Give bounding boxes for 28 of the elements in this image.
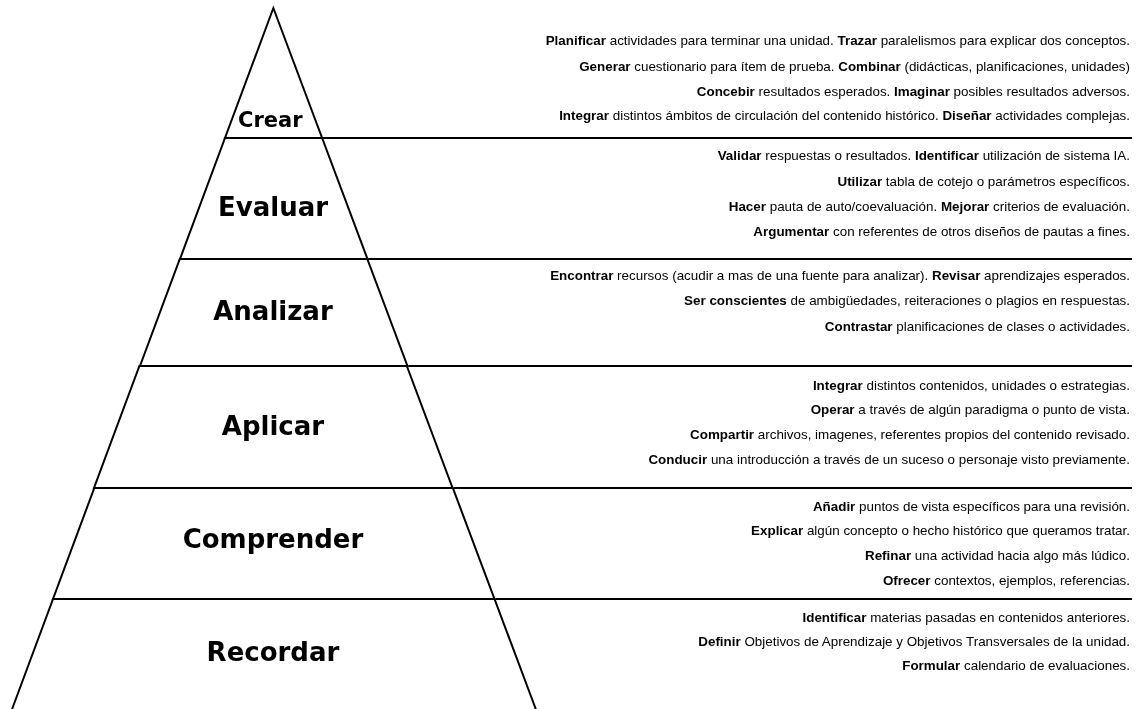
description-line: Generar cuestionario para ítem de prueba. Combinar (didácticas, planificaciones, unidades) xyxy=(579,59,1130,75)
description-line: Contrastar planificaciones de clases o actividades. xyxy=(824,319,1130,335)
description-line: Concebir resultados esperados. Imaginar posibles resultados adversos. xyxy=(696,84,1130,100)
description-line: Identificar materias pasadas en contenidos anteriores. xyxy=(802,610,1130,626)
level-label: Crear xyxy=(238,107,303,132)
level-label: Comprender xyxy=(182,523,364,554)
description-line: Validar respuestas o resultados. Identificar utilización de sistema IA. xyxy=(717,148,1130,164)
description-line: Integrar distintos ámbitos de circulación del contenido histórico. Diseñar actividades complejas. xyxy=(559,108,1130,124)
description-line: Encontrar recursos (acudir a mas de una fuente para analizar). Revisar aprendizajes esperados. xyxy=(550,268,1130,284)
level-label: Recordar xyxy=(206,636,340,667)
description-line: Explicar algún concepto o hecho histórico que queramos tratar. xyxy=(751,523,1130,539)
level-label: Aplicar xyxy=(221,410,325,441)
description-line: Hacer pauta de auto/coevaluación. Mejorar criterios de evaluación. xyxy=(728,199,1130,215)
level-label: Evaluar xyxy=(217,191,328,222)
level-label: Analizar xyxy=(213,295,333,326)
description-line: Operar a través de algún paradigma o punto de vista. xyxy=(810,402,1130,418)
description-line: Formular calendario de evaluaciones. xyxy=(902,658,1130,674)
description-line: Conducir una introducción a través de un suceso o personaje visto previamente. xyxy=(648,452,1130,468)
description-line: Integrar distintos contenidos, unidades o estrategias. xyxy=(812,378,1130,394)
description-line: Planificar actividades para terminar una unidad. Trazar paralelismos para explicar dos conceptos. xyxy=(545,33,1130,49)
description-line: Ofrecer contextos, ejemplos, referencias. xyxy=(882,573,1130,589)
description-line: Añadir puntos de vista específicos para una revisión. xyxy=(812,499,1130,515)
description-line: Argumentar con referentes de otros diseños de pautas a fines. xyxy=(753,224,1130,240)
description-line: Definir Objetivos de Aprendizaje y Objetivos Transversales de la unidad. xyxy=(698,634,1130,650)
description-line: Ser conscientes de ambigüedades, reiteraciones o plagios en respuestas. xyxy=(684,293,1130,309)
description-line: Refinar una actividad hacia algo más lúdico. xyxy=(865,548,1130,564)
description-line: Utilizar tabla de cotejo o parámetros específicos. xyxy=(837,174,1130,190)
description-line: Compartir archivos, imagenes, referentes propios del contenido revisado. xyxy=(690,427,1130,443)
